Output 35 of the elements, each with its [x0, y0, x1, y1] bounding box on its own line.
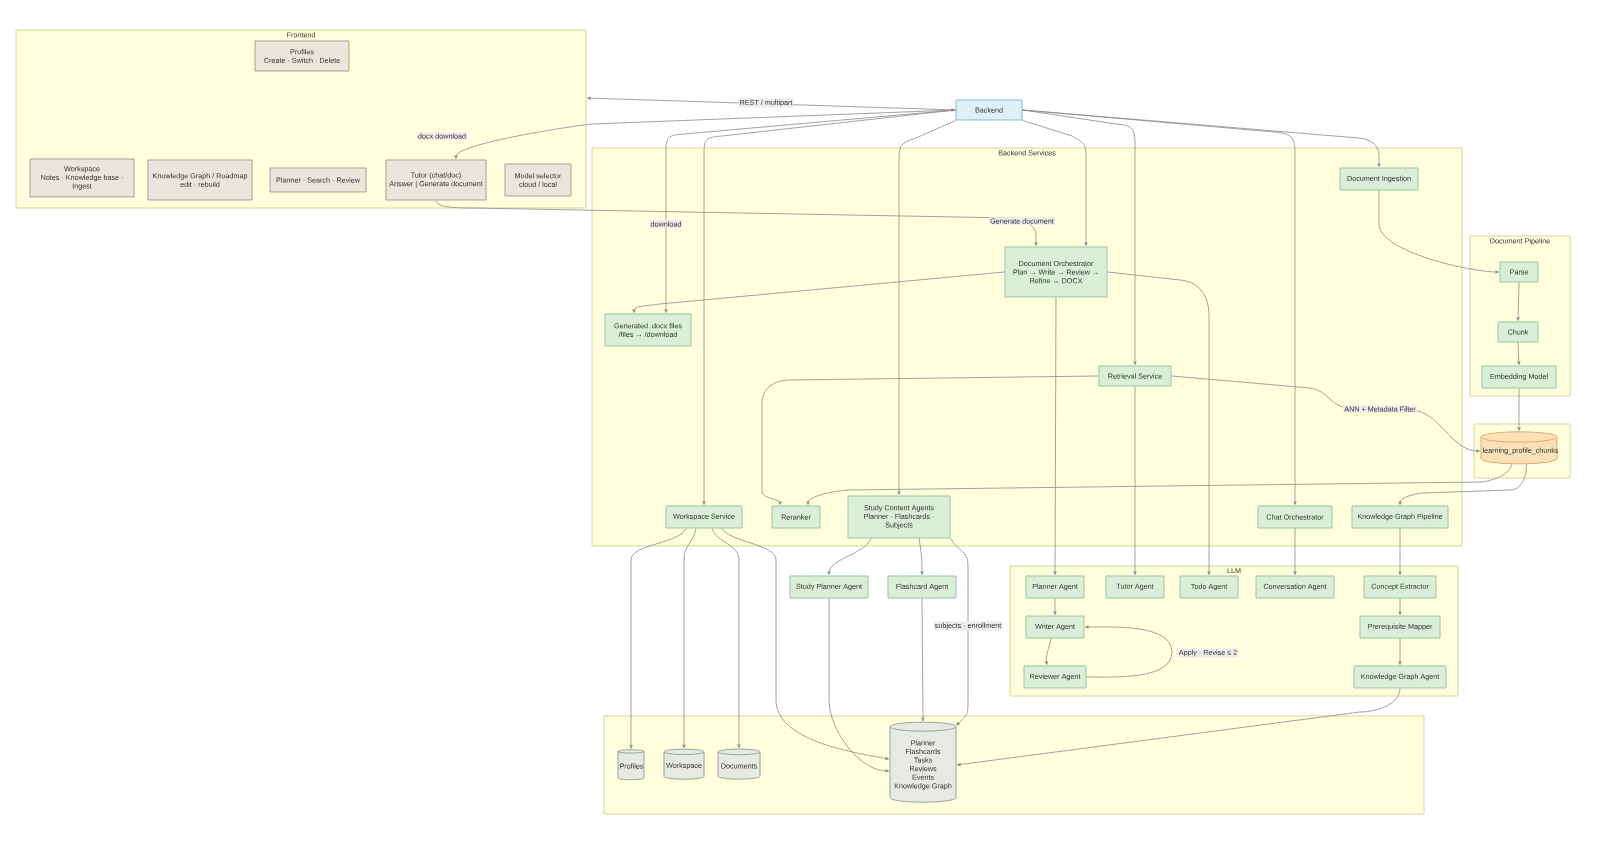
- arrow: [921, 598, 925, 722]
- arrow: [1516, 282, 1520, 321]
- arrow: [1517, 342, 1521, 365]
- arrow: [629, 528, 687, 749]
- arrow: [682, 528, 697, 749]
- arrow: [827, 538, 872, 575]
- arrow: [435, 200, 1038, 246]
- arrow: [950, 538, 969, 726]
- arrow: [711, 528, 741, 749]
- arrow: [1053, 297, 1057, 575]
- arrow: [1133, 386, 1137, 575]
- arrow: [761, 375, 1099, 505]
- arrow: [1517, 388, 1521, 431]
- arrow: [1398, 528, 1402, 575]
- arrow: [897, 120, 956, 495]
- arrow: [1085, 625, 1173, 678]
- arrow: [1053, 598, 1057, 615]
- arrow: [1293, 528, 1297, 575]
- arrow: [702, 109, 956, 505]
- arrow: [1022, 120, 1088, 246]
- arrow: [957, 688, 1401, 767]
- arrow: [828, 598, 889, 773]
- arrow: [1044, 638, 1052, 665]
- arrow: [632, 271, 1005, 313]
- arrow: [1398, 463, 1527, 505]
- arrow: [1022, 109, 1381, 167]
- arrow: [1378, 190, 1499, 274]
- arrow: [1022, 109, 1137, 365]
- arrow: [1398, 638, 1402, 665]
- arrow: [1107, 271, 1211, 575]
- arrow: [1398, 598, 1402, 615]
- arrow: [918, 538, 924, 575]
- arrow: [454, 109, 956, 159]
- arrow: [721, 528, 889, 761]
- arrow: [806, 463, 1512, 505]
